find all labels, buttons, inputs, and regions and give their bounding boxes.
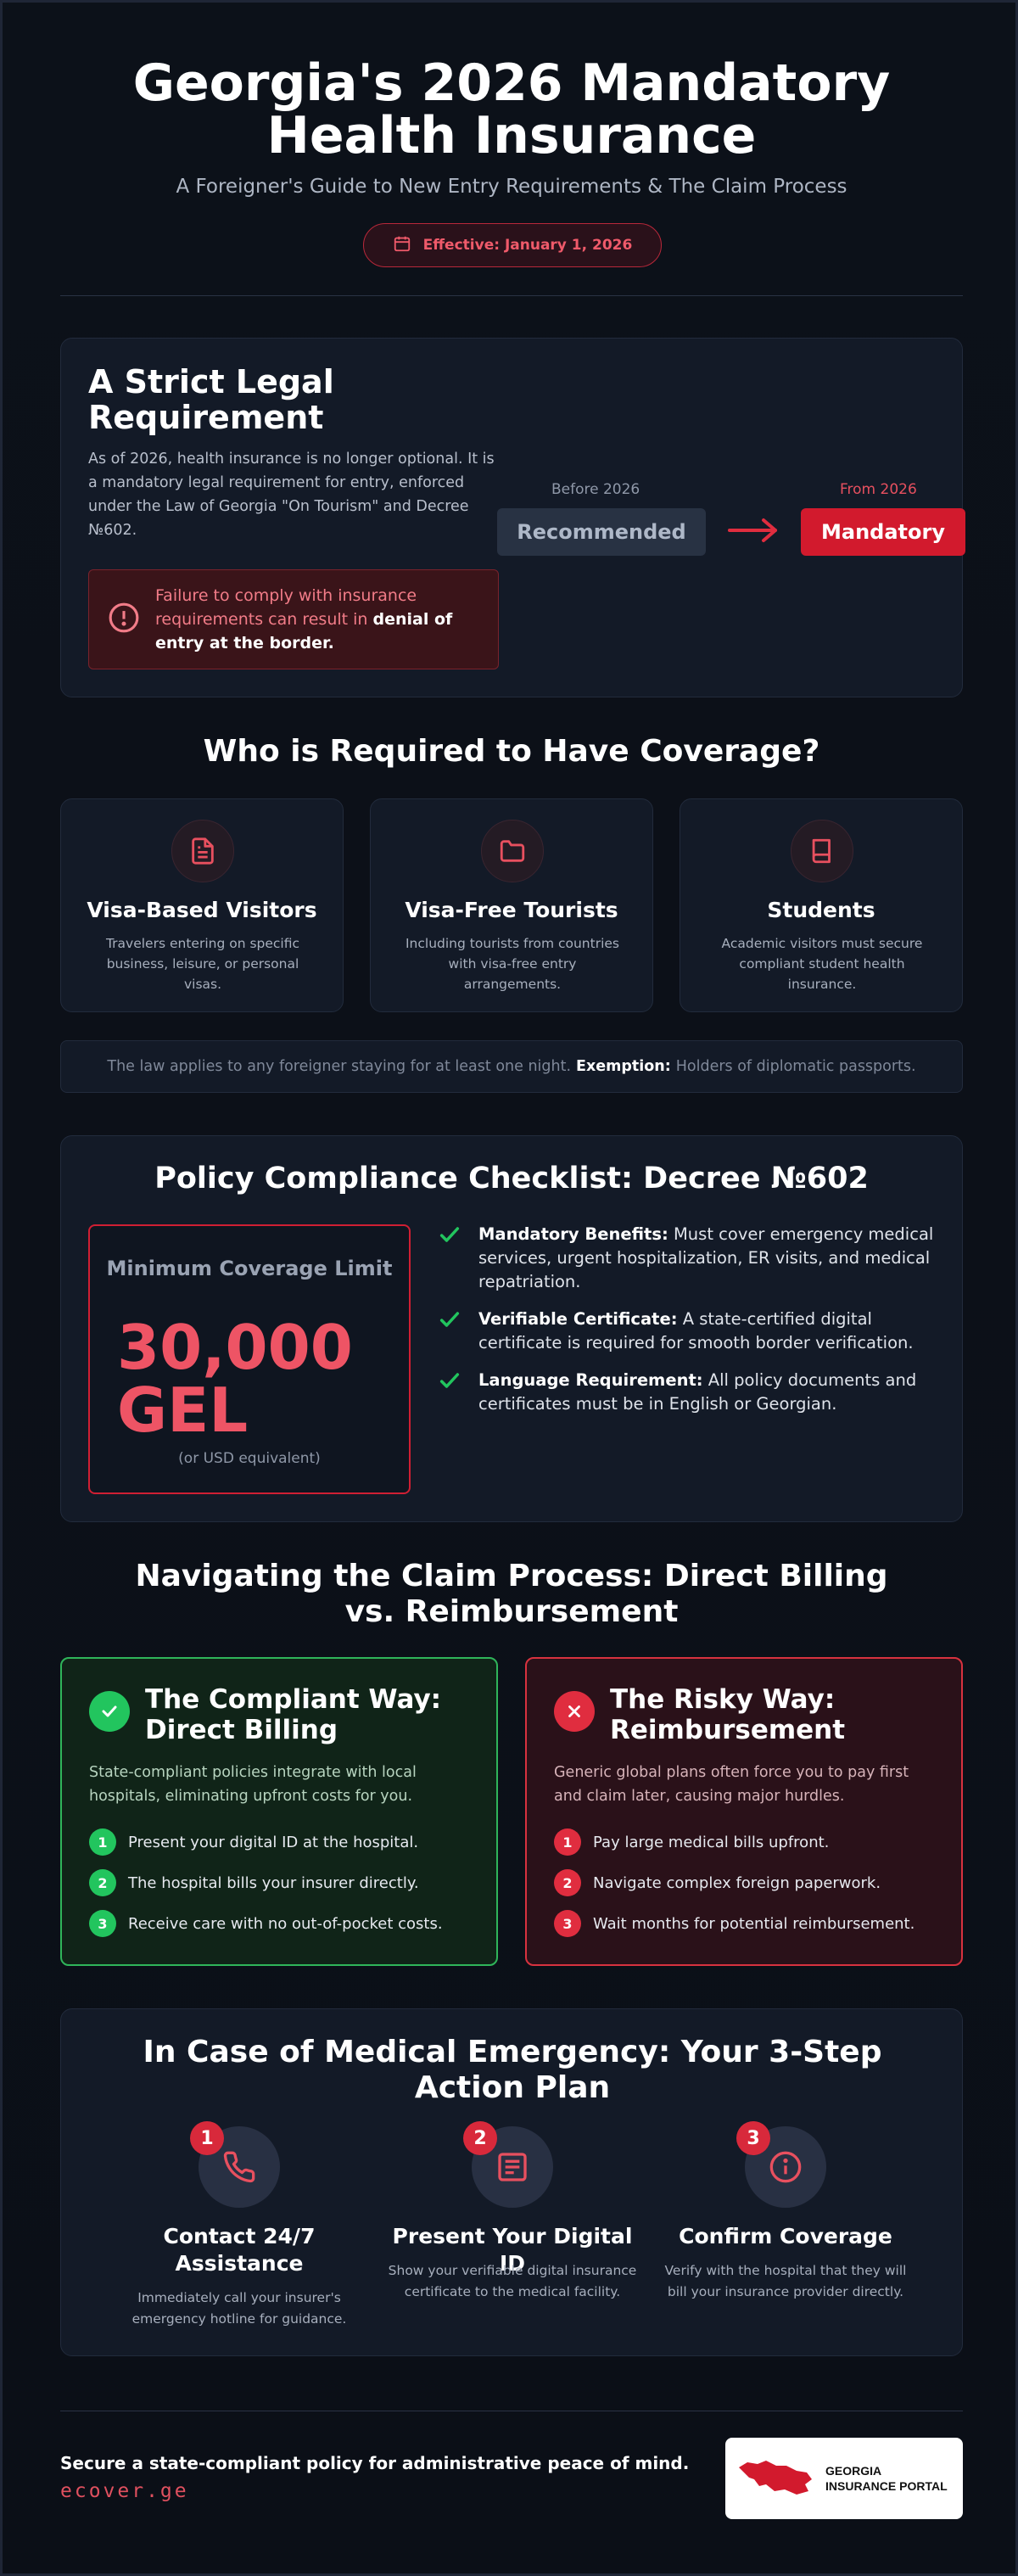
book-icon — [791, 820, 853, 882]
check-icon — [438, 1369, 461, 1416]
checklist-item-title: Mandatory Benefits: — [478, 1224, 668, 1244]
emergency-step-desc: Show your verifiable digital insurance c… — [388, 2263, 637, 2299]
checklist-item: Verifiable Certificate: A state-certifie… — [438, 1308, 938, 1355]
emergency-plan-card: In Case of Medical Emergency: Your 3-Ste… — [60, 2008, 963, 2356]
direct-billing-desc: State-compliant policies integrate with … — [89, 1764, 417, 1805]
emergency-step-title: Present Your Digital ID — [392, 2224, 633, 2276]
note-exemption-text: Holders of diplomatic passports. — [675, 1058, 916, 1075]
step-text: The hospital bills your insurer directly… — [128, 1873, 419, 1892]
emergency-step-title: Confirm Coverage — [679, 2224, 892, 2248]
check-icon — [438, 1223, 461, 1294]
before-label: Before 2026 — [551, 481, 640, 498]
after-value-pill: Mandatory — [801, 508, 965, 556]
direct-billing-card: The Compliant Way: Direct Billing State-… — [60, 1657, 498, 1966]
note-text: The law applies to any foreigner staying… — [107, 1058, 572, 1075]
check-circle-icon — [89, 1691, 130, 1732]
who-card-title: Students — [767, 898, 875, 922]
step-text: Pay large medical bills upfront. — [593, 1833, 830, 1851]
checklist-item-title: Verifiable Certificate: — [478, 1309, 678, 1329]
step-number-badge: 2 — [463, 2121, 497, 2155]
reimbursement-desc: Generic global plans often force you to … — [554, 1764, 909, 1805]
after-label: From 2026 — [840, 481, 917, 498]
warning-text: Failure to comply with insurance require… — [155, 584, 479, 655]
who-card-title: Visa-Free Tourists — [405, 898, 618, 922]
who-card-desc: Travelers entering on specific business,… — [105, 936, 300, 992]
coverage-note: The law applies to any foreigner staying… — [60, 1040, 963, 1093]
claims-section-title: Navigating the Claim Process: Direct Bil… — [135, 1559, 888, 1629]
divider — [60, 295, 963, 296]
step-number-badge: 1 — [190, 2121, 224, 2155]
coverage-limit-label: Minimum Coverage Limit — [106, 1257, 393, 1280]
document-icon — [171, 820, 234, 882]
warning-box: Failure to comply with insurance require… — [88, 569, 499, 669]
compliance-checklist-card: Policy Compliance Checklist: Decree №602… — [60, 1135, 963, 1522]
portal-name-line1: GEORGIA — [825, 2464, 882, 2478]
footer-tagline: Secure a state-compliant policy for admi… — [60, 2453, 690, 2473]
coverage-limit-sub: (or USD equivalent) — [178, 1450, 321, 1467]
portal-name-line2: INSURANCE PORTAL — [825, 2479, 948, 2493]
coverage-limit-value: 30,000 GEL — [117, 1316, 353, 1442]
checklist-item-text: Must cover emergency medical services, u… — [478, 1224, 934, 1291]
insurance-portal-logo[interactable]: GEORGIA INSURANCE PORTAL — [725, 2438, 963, 2519]
reimbursement-card: The Risky Way: Reimbursement Generic glo… — [525, 1657, 963, 1966]
who-card-visa-based: Visa-Based Visitors Travelers entering o… — [60, 798, 344, 1012]
checklist-item: Language Requirement: All policy documen… — [438, 1369, 938, 1416]
warning-prefix: Failure to comply with insurance require… — [155, 586, 417, 629]
legal-body: As of 2026, health insurance is no longe… — [88, 451, 495, 539]
georgia-map-icon — [737, 2456, 814, 2501]
step-text: Navigate complex foreign paperwork. — [593, 1873, 881, 1892]
who-card-students: Students Academic visitors must secure c… — [680, 798, 963, 1012]
legal-requirement-card: A Strict Legal Requirement As of 2026, h… — [60, 338, 965, 697]
who-section-title: Who is Required to Have Coverage? — [203, 734, 820, 769]
checklist-title: Policy Compliance Checklist: Decree №602 — [154, 1162, 869, 1196]
page-title-line1: Georgia's 2026 Mandatory — [132, 53, 891, 113]
who-card-desc: Academic visitors must secure compliant … — [721, 936, 923, 992]
who-card-title: Visa-Based Visitors — [87, 898, 317, 922]
footer-url-link[interactable]: ecover.ge — [60, 2480, 189, 2502]
emergency-step-desc: Immediately call your insurer's emergenc… — [131, 2290, 347, 2327]
direct-billing-title: The Compliant Way: Direct Billing — [145, 1684, 442, 1745]
who-card-visa-free: Visa-Free Tourists Including tourists fr… — [370, 798, 653, 1012]
arrow-right-icon — [726, 513, 780, 551]
emergency-step-desc: Verify with the hospital that they will … — [664, 2263, 907, 2299]
effective-date-text: Effective: January 1, 2026 — [422, 237, 633, 254]
checklist-item-text: All policy documents and certificates mu… — [478, 1370, 917, 1414]
note-exemption-label: Exemption: — [576, 1058, 671, 1075]
emergency-step-title: Contact 24/7 Assistance — [163, 2224, 316, 2276]
folder-icon — [481, 820, 544, 882]
warning-bold: denial of entry at the border. — [155, 610, 453, 652]
checklist-item: Mandatory Benefits: Must cover emergency… — [438, 1223, 938, 1294]
reimbursement-title: The Risky Way: Reimbursement — [610, 1684, 846, 1745]
alert-icon — [108, 602, 140, 637]
x-circle-icon — [554, 1691, 595, 1732]
legal-title: A Strict Legal Requirement — [88, 363, 334, 436]
step-text: Receive care with no out-of-pocket costs… — [128, 1914, 443, 1933]
page-title-line2: Health Insurance — [266, 106, 757, 165]
coverage-limit-currency: GEL — [117, 1375, 249, 1446]
coverage-limit-box: Minimum Coverage Limit 30,000 GEL (or US… — [88, 1224, 411, 1494]
page-subtitle: A Foreigner's Guide to New Entry Require… — [176, 176, 847, 198]
step-text: Wait months for potential reimbursement. — [593, 1914, 915, 1933]
checklist-item-title: Language Requirement: — [478, 1370, 703, 1390]
step-number-badge: 3 — [736, 2121, 770, 2155]
page-title: Georgia's 2026 Mandatory Health Insuranc… — [60, 57, 963, 162]
before-value-pill: Recommended — [497, 508, 706, 556]
emergency-title: In Case of Medical Emergency: Your 3-Ste… — [143, 2035, 882, 2105]
calendar-icon — [393, 234, 411, 257]
check-icon — [438, 1308, 461, 1355]
step-text: Present your digital ID at the hospital. — [128, 1833, 419, 1851]
checklist-item-text: A state-certified digital certificate is… — [478, 1309, 914, 1352]
who-card-desc: Including tourists from countries with v… — [405, 936, 620, 992]
coverage-limit-amount: 30,000 — [117, 1312, 353, 1383]
effective-date-badge: Effective: January 1, 2026 — [363, 223, 662, 267]
